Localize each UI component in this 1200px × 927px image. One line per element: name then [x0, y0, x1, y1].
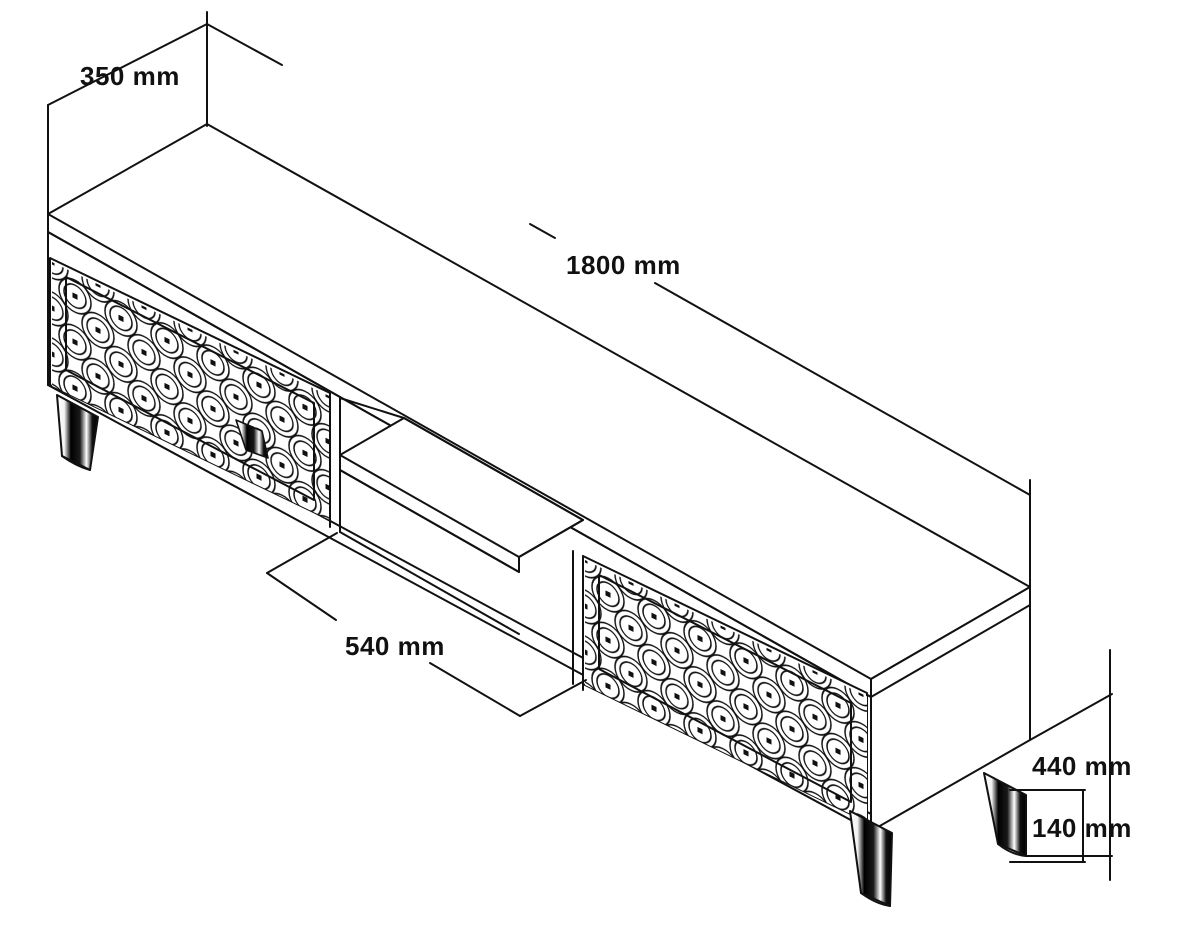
- middle-open-shelf: [339, 397, 584, 635]
- dimension-label-shelf: 540 mm: [345, 631, 445, 661]
- left-door-divider: [329, 392, 341, 533]
- dimension-label-leg-height: 140 mm: [1032, 813, 1132, 843]
- dimension-leg-140: [1009, 789, 1086, 863]
- leg-front-left: [56, 394, 99, 471]
- right-door-left-stile: [572, 550, 584, 691]
- dimension-shelf-540: [266, 532, 587, 717]
- dimension-label-width: 1800 mm: [566, 250, 681, 280]
- dimension-label-height: 440 mm: [1032, 751, 1132, 781]
- right-door-panel[interactable]: [582, 555, 877, 833]
- leg-front-right: [849, 810, 893, 907]
- dimension-label-depth: 350 mm: [80, 61, 180, 91]
- dimension-depth-350: [47, 11, 283, 216]
- leg-back-right: [983, 772, 1027, 857]
- dimension-width-1800: [529, 223, 1031, 591]
- dimension-height-440: [1025, 649, 1113, 881]
- leg-back-left: [235, 419, 269, 459]
